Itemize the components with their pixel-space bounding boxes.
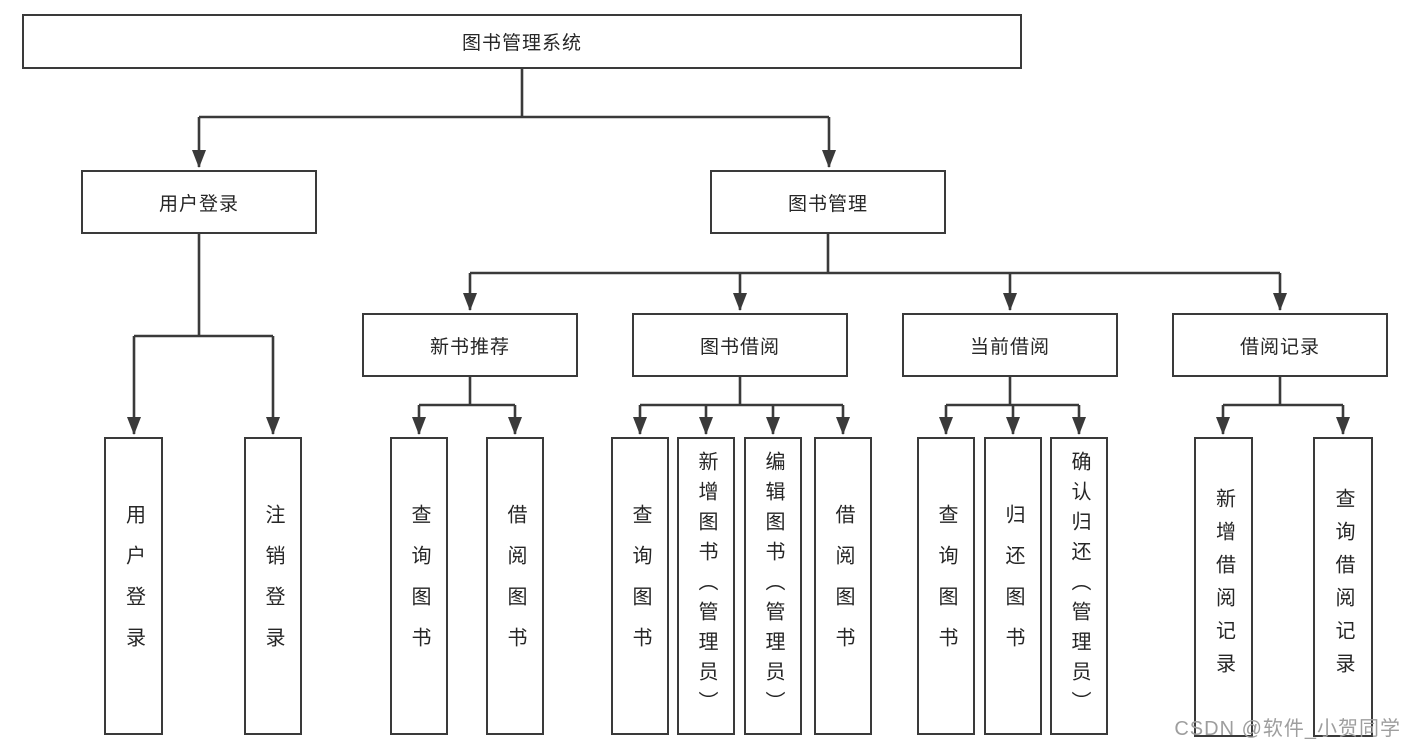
node-current-borrow: 当前借阅 [902, 313, 1118, 377]
node-label: 图书管理系统 [461, 33, 582, 54]
node-label: 图书借阅 [699, 336, 780, 358]
leaf-query-books-borrow: 查询图书 [611, 437, 669, 735]
leaf-borrow-books-recommend: 借阅图书 [486, 437, 544, 735]
leaf-add-books-admin: 新增图书（管理员） [677, 437, 735, 735]
node-label: 借阅记录 [1239, 336, 1320, 358]
elbow-user-login [134, 234, 273, 338]
node-label: 用户登录 [122, 504, 145, 668]
elbow-current-borrow [946, 377, 1079, 407]
node-root: 图书管理系统 [22, 14, 1022, 69]
leaf-borrow-books: 借阅图书 [814, 437, 872, 735]
leaf-confirm-return-admin: 确认归还（管理员） [1050, 437, 1108, 735]
leaf-user-login: 用户登录 [104, 437, 163, 735]
leaf-query-books-recommend: 查询图书 [390, 437, 448, 735]
leaf-edit-books-admin: 编辑图书（管理员） [744, 437, 802, 735]
node-label: 当前借阅 [969, 336, 1050, 358]
node-label: 查询借阅记录 [1332, 488, 1354, 686]
leaf-add-borrow-record: 新增借阅记录 [1194, 437, 1253, 737]
watermark: CSDN @软件_小贺同学 [1174, 718, 1401, 740]
node-label: 新书推荐 [429, 336, 510, 358]
leaf-return-books: 归还图书 [984, 437, 1042, 735]
node-borrow-record: 借阅记录 [1172, 313, 1388, 377]
leaf-query-books-current: 查询图书 [917, 437, 975, 735]
node-label: 用户登录 [158, 193, 239, 215]
node-book-management: 图书管理 [710, 170, 946, 234]
node-user-login: 用户登录 [81, 170, 317, 234]
node-label: 查询图书 [408, 504, 430, 668]
node-label: 查询图书 [629, 504, 651, 668]
elbow-borrow-record [1223, 377, 1343, 407]
leaf-query-borrow-record: 查询借阅记录 [1313, 437, 1373, 737]
node-label: 借阅图书 [504, 504, 526, 668]
node-new-book-recommend: 新书推荐 [362, 313, 578, 377]
node-label: 图书管理 [787, 193, 868, 215]
node-label: 注销登录 [262, 504, 284, 668]
elbow-book-borrow [640, 377, 843, 407]
leaf-logout: 注销登录 [244, 437, 302, 735]
elbow-book-management [470, 234, 1280, 275]
node-book-borrow: 图书借阅 [632, 313, 848, 377]
node-label: 确认归还（管理员） [1068, 451, 1090, 721]
node-label: 借阅图书 [832, 504, 854, 668]
elbow-root [199, 69, 829, 119]
elbow-new-book [419, 377, 515, 407]
node-label: 新增图书（管理员） [695, 451, 717, 721]
node-label: 编辑图书（管理员） [762, 451, 784, 721]
node-label: 新增借阅记录 [1212, 488, 1235, 686]
node-label: 查询图书 [935, 504, 957, 668]
node-label: 归还图书 [1002, 504, 1024, 668]
